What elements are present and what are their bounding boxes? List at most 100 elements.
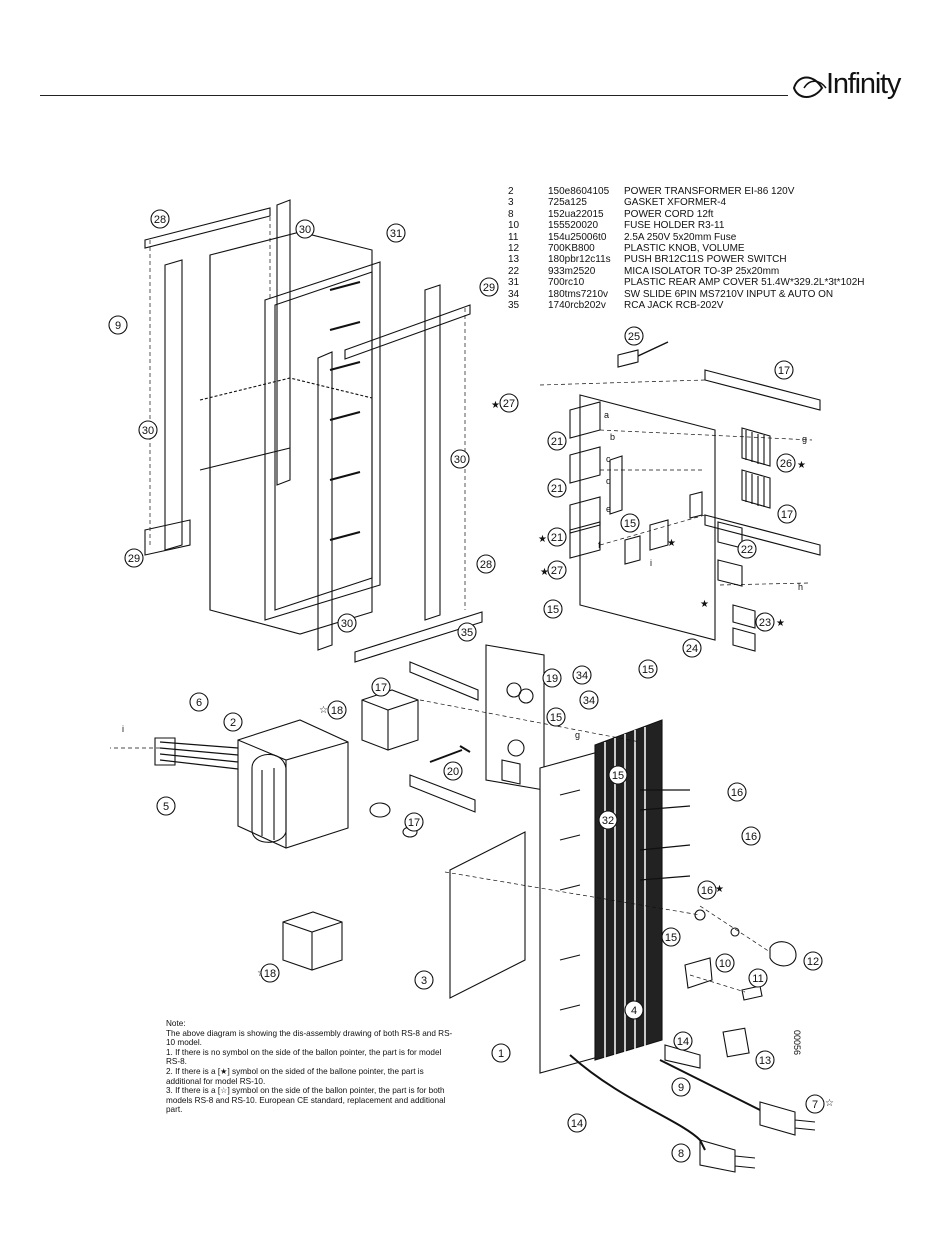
star-icon: ★ bbox=[540, 567, 549, 578]
cover-frame bbox=[264, 261, 381, 621]
svg-text:15: 15 bbox=[624, 518, 636, 530]
svg-text:18: 18 bbox=[331, 705, 343, 717]
callout-16: 16 bbox=[697, 880, 717, 900]
svg-text:26: 26 bbox=[780, 458, 792, 470]
svg-text:22: 22 bbox=[741, 544, 753, 556]
svg-text:30: 30 bbox=[142, 425, 154, 437]
svg-text:15: 15 bbox=[665, 932, 677, 944]
svg-text:15: 15 bbox=[612, 770, 624, 782]
svg-text:21: 21 bbox=[551, 483, 563, 495]
fuse-11 bbox=[741, 985, 763, 1001]
right-side-rail bbox=[424, 284, 441, 621]
callout-9: 9 bbox=[108, 315, 128, 335]
callout-7: 7 bbox=[805, 1094, 825, 1114]
callout-6: 6 bbox=[189, 692, 209, 712]
callout-21: 21 bbox=[547, 478, 567, 498]
transistor-clip-4 bbox=[569, 521, 601, 559]
callout-13: 13 bbox=[755, 1050, 775, 1070]
svg-text:10: 10 bbox=[719, 958, 731, 970]
callout-29: 29 bbox=[124, 548, 144, 568]
svg-text:17: 17 bbox=[778, 365, 790, 377]
callout-28: 28 bbox=[150, 209, 170, 229]
callout-5: 5 bbox=[156, 796, 176, 816]
svg-text:23: 23 bbox=[759, 617, 771, 629]
gasket-3 bbox=[449, 831, 526, 999]
callout-2: 2 bbox=[223, 712, 243, 732]
input-bracket-top bbox=[409, 661, 479, 701]
plug-7 bbox=[759, 1101, 816, 1136]
svg-text:17: 17 bbox=[375, 682, 387, 694]
svg-text:9: 9 bbox=[678, 1082, 684, 1094]
callout-10: 10 bbox=[715, 953, 735, 973]
pointer-letter: f bbox=[598, 540, 601, 550]
transformer-leads bbox=[159, 741, 239, 770]
rear-rail bbox=[276, 199, 291, 486]
svg-text:2: 2 bbox=[230, 717, 236, 729]
star-icon: ★ bbox=[667, 538, 676, 549]
input-bracket-bottom bbox=[409, 774, 476, 813]
callout-30: 30 bbox=[295, 219, 315, 239]
callout-27: 27 bbox=[499, 393, 519, 413]
svg-text:5: 5 bbox=[163, 801, 169, 813]
callout-15: 15 bbox=[546, 707, 566, 727]
svg-text:24: 24 bbox=[686, 643, 698, 655]
mica-isolator-2 bbox=[717, 559, 743, 587]
callout-21: 21 bbox=[547, 431, 567, 451]
callout-22: 22 bbox=[737, 539, 757, 559]
pointer-letter: i bbox=[122, 724, 124, 734]
svg-text:1: 1 bbox=[498, 1048, 504, 1060]
transformer-core bbox=[237, 719, 349, 849]
callout-34: 34 bbox=[579, 690, 599, 710]
svg-text:19: 19 bbox=[546, 673, 558, 685]
power-cord-8 bbox=[569, 1054, 706, 1151]
callout-28: 28 bbox=[476, 554, 496, 574]
left-side-rail bbox=[164, 259, 183, 551]
center-rail bbox=[317, 351, 333, 651]
callout-20: 20 bbox=[443, 761, 463, 781]
svg-text:30: 30 bbox=[454, 454, 466, 466]
svg-text:4: 4 bbox=[631, 1005, 637, 1017]
svg-text:18: 18 bbox=[264, 968, 276, 980]
svg-text:15: 15 bbox=[642, 664, 654, 676]
svg-text:12: 12 bbox=[807, 956, 819, 968]
callout-34: 34 bbox=[572, 665, 592, 685]
svg-text:30: 30 bbox=[341, 618, 353, 630]
input-panel bbox=[485, 644, 545, 791]
svg-text:29: 29 bbox=[483, 282, 495, 294]
pcb-board bbox=[579, 394, 716, 641]
star-outline-icon: ☆ bbox=[319, 705, 328, 716]
top-heatsink-bracket bbox=[704, 369, 821, 411]
svg-text:15: 15 bbox=[550, 712, 562, 724]
svg-text:16: 16 bbox=[745, 831, 757, 843]
callout-26: 26 bbox=[776, 453, 796, 473]
callout-29: 29 bbox=[479, 277, 499, 297]
bottom-bracket-right bbox=[354, 611, 483, 663]
connector-25 bbox=[617, 349, 639, 368]
svg-text:31: 31 bbox=[390, 228, 402, 240]
callout-35: 35 bbox=[457, 622, 477, 642]
transformer-coil bbox=[251, 753, 287, 843]
svg-text:17: 17 bbox=[781, 509, 793, 521]
svg-text:28: 28 bbox=[480, 559, 492, 571]
note-heading: Note: bbox=[166, 1019, 186, 1028]
infinity-logo-mark bbox=[792, 76, 827, 98]
callout-15: 15 bbox=[608, 765, 628, 785]
pointer-letter: a bbox=[604, 410, 609, 420]
svg-text:21: 21 bbox=[551, 436, 563, 448]
heatsink-block-2 bbox=[741, 469, 771, 509]
callout-11: 11 bbox=[748, 968, 768, 988]
callout-17: 17 bbox=[371, 677, 391, 697]
svg-text:3: 3 bbox=[421, 975, 427, 987]
cover-body bbox=[209, 231, 373, 635]
note-item: 3. If there is a [☆] symbol on the side … bbox=[166, 1086, 446, 1115]
document-number: 00056 bbox=[792, 1030, 802, 1056]
note-item: 1. If there is no symbol on the side of … bbox=[166, 1047, 442, 1067]
callout-27: 27 bbox=[547, 560, 567, 580]
cover-top-bracket bbox=[144, 207, 271, 249]
power-switch-13 bbox=[722, 1027, 750, 1058]
